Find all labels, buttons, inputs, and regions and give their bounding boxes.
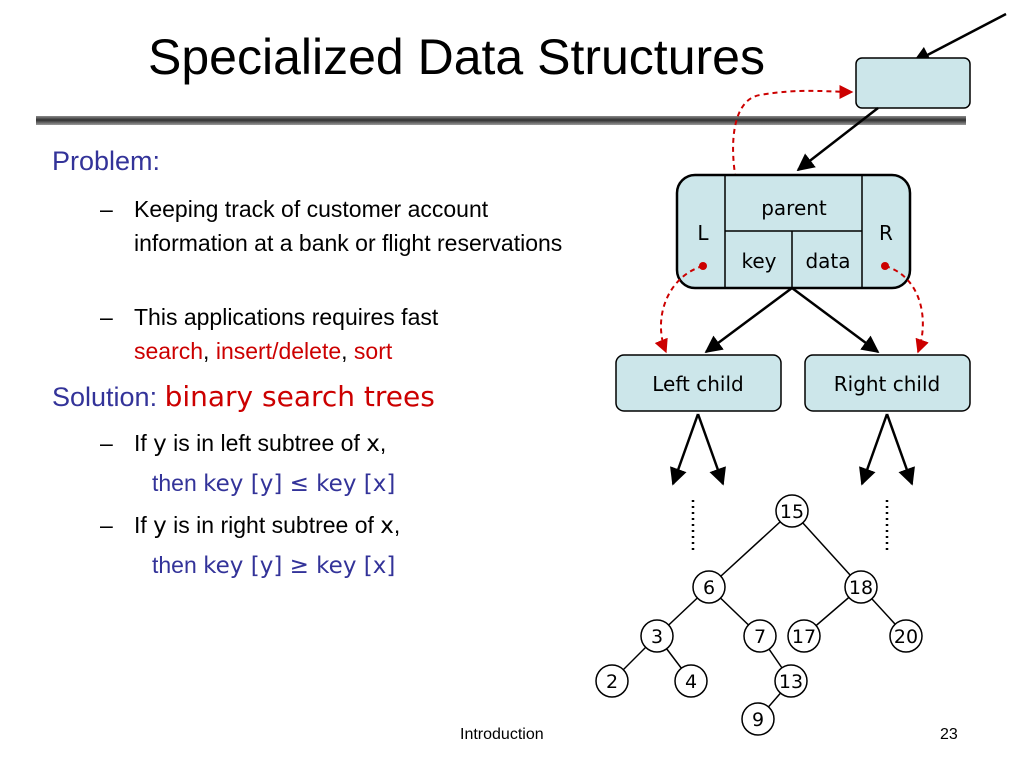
bst-node-label: 2: [606, 671, 618, 693]
bst-node-label: 18: [849, 577, 873, 599]
rule-1-post: ,: [379, 430, 387, 456]
right-field-label: R: [879, 221, 893, 245]
left-child-arrow: [704, 286, 793, 354]
left-subtree-arrow: [696, 413, 726, 486]
rule-2-x: x: [380, 513, 394, 539]
bst-node-label: 3: [651, 626, 663, 648]
rule-2-pre: If: [134, 512, 154, 538]
bst-edges: [611, 510, 907, 720]
dash-marker: –: [100, 196, 113, 222]
rule-1: – If y is in left subtree of x,: [100, 426, 387, 461]
problem-bullet-2: – This applications requires fast search…: [100, 300, 584, 368]
left-child-box: [615, 354, 782, 412]
left-child-label: Left child: [652, 372, 743, 396]
parent-to-node-arrow: [796, 107, 879, 172]
problem-heading: Problem:: [52, 146, 161, 176]
parent-pointer-arrow: [732, 84, 854, 206]
bst-node: 18: [844, 570, 878, 604]
right-child-label: Right child: [834, 372, 941, 396]
rule-2-y: y: [153, 513, 167, 539]
bst-node: 13: [774, 664, 808, 698]
rule-1-x: x: [366, 431, 380, 457]
rule-1-pre: If: [134, 430, 154, 456]
bst-node: 15: [775, 494, 809, 528]
parent-field-label: parent: [761, 196, 827, 220]
bst-node-label: 6: [703, 577, 715, 599]
right-pointer-arrow: [884, 265, 929, 354]
bst-node: 2: [595, 664, 629, 698]
rule-2-post: ,: [393, 512, 401, 538]
right-subtree-arrow: [885, 413, 915, 486]
key-field-label: key: [741, 249, 776, 273]
problem-bullet-2-text: This applications requires fast: [134, 304, 439, 330]
bst-node: 4: [674, 664, 708, 698]
rule-1-expr: key [y] ≤ key [x]: [203, 471, 396, 497]
bst-node-label: 17: [792, 626, 816, 648]
bst-node: 20: [889, 619, 923, 653]
op-insert-delete: insert/delete: [215, 338, 342, 364]
solution-line: Solution: binary search trees: [52, 380, 435, 413]
rule-2-then-word: then: [152, 552, 204, 578]
rule-1-mid: is in left subtree of: [166, 430, 367, 456]
op-search: search: [134, 338, 204, 364]
bst-node-label: 20: [894, 626, 918, 648]
solution-heading: Solution:: [52, 382, 165, 412]
rule-1-then: then key [y] ≤ key [x]: [152, 466, 395, 501]
bst-node-label: 7: [754, 626, 766, 648]
solution-answer: binary search trees: [164, 380, 435, 413]
right-child-box: [804, 354, 971, 412]
problem-bullet-1-text: Keeping track of customer account inform…: [134, 196, 563, 256]
dash-marker: –: [100, 304, 113, 330]
incoming-pointer-arrow: [912, 12, 1007, 64]
bst-node-label: 9: [752, 709, 764, 731]
rule-1-y: y: [153, 431, 167, 457]
page-number: 23: [940, 726, 958, 743]
bst-node: 9: [741, 702, 775, 736]
op-separator: ,: [203, 338, 216, 364]
right-subtree-arrow: [859, 413, 889, 486]
bst-node-label: 13: [779, 671, 803, 693]
left-subtree-arrow: [670, 413, 700, 486]
right-child-arrow: [791, 286, 880, 354]
bst-node: 3: [640, 619, 674, 653]
bst-node-label: 15: [780, 501, 804, 523]
rule-2-expr: key [y] ≥ key [x]: [203, 553, 396, 579]
footer-label: Introduction: [460, 726, 544, 743]
op-separator: ,: [341, 338, 354, 364]
bst-node: 17: [787, 619, 821, 653]
dash-marker: –: [100, 430, 113, 456]
rule-2-mid: is in right subtree of: [166, 512, 381, 538]
problem-bullet-1: – Keeping track of customer account info…: [100, 192, 584, 260]
bst-node: 6: [692, 570, 726, 604]
rule-1-then-word: then: [152, 470, 204, 496]
parent-node-box: [855, 57, 971, 109]
title-divider: [36, 116, 966, 125]
bst-node-label: 4: [685, 671, 697, 693]
data-field-label: data: [805, 249, 850, 273]
rule-2-then: then key [y] ≥ key [x]: [152, 548, 395, 583]
slide-title: Specialized Data Structures: [148, 29, 765, 85]
rule-2: – If y is in right subtree of x,: [100, 508, 401, 543]
dash-marker: –: [100, 512, 113, 538]
bst-node: 7: [743, 619, 777, 653]
left-pointer-arrow: [654, 265, 704, 354]
left-field-label: L: [697, 221, 709, 245]
op-sort: sort: [353, 338, 393, 364]
